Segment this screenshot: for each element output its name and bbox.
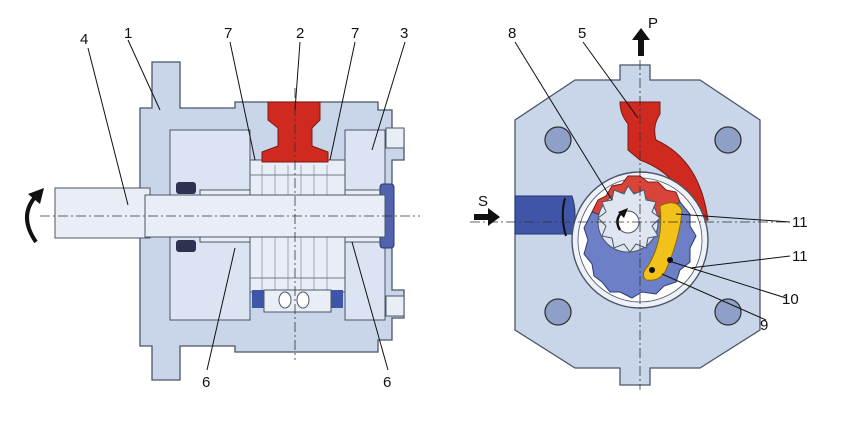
curved-arrow-icon bbox=[25, 194, 38, 244]
callout-1: 1 bbox=[124, 25, 132, 42]
cap-screw-bottom bbox=[385, 295, 405, 317]
callout-5: 5 bbox=[578, 25, 586, 42]
needle-roller bbox=[296, 291, 310, 309]
bolt-hole bbox=[544, 126, 572, 154]
callout-3: 3 bbox=[400, 25, 408, 42]
longitudinal-section bbox=[25, 61, 420, 381]
suction-channel bbox=[514, 195, 576, 235]
callout-6-right: 6 bbox=[383, 374, 391, 391]
callout-7-right: 7 bbox=[351, 25, 359, 42]
callout-labels: 4 1 7 2 7 3 6 6 8 5 P S 11 11 10 9 bbox=[80, 15, 808, 391]
arrow-head-icon bbox=[28, 188, 44, 204]
bolt-hole bbox=[544, 298, 572, 326]
shaft-seal-bottom bbox=[176, 240, 196, 252]
bolt-hole bbox=[714, 298, 742, 326]
callout-11-lower: 11 bbox=[792, 248, 808, 265]
callout-10: 10 bbox=[782, 291, 799, 308]
bolt-hole bbox=[714, 126, 742, 154]
arrow-up-icon bbox=[638, 38, 644, 56]
arrow-right-icon bbox=[474, 214, 490, 220]
port-p-label: P bbox=[648, 15, 658, 32]
callout-8: 8 bbox=[508, 25, 516, 42]
leader-lines-left bbox=[87, 39, 406, 371]
leader-lines-right bbox=[514, 41, 791, 321]
needle-roller bbox=[278, 291, 292, 309]
callout-2: 2 bbox=[296, 25, 304, 42]
pin bbox=[649, 267, 655, 273]
callout-9: 9 bbox=[760, 317, 768, 334]
drive-shaft-end bbox=[54, 187, 151, 239]
port-s-label: S bbox=[478, 193, 488, 210]
seal-bottom-right bbox=[331, 290, 343, 308]
shaft-seal-top bbox=[176, 182, 196, 194]
callout-6-left: 6 bbox=[202, 374, 210, 391]
seal-bottom-left bbox=[252, 290, 264, 308]
callout-7-left: 7 bbox=[224, 25, 232, 42]
callout-11-upper: 11 bbox=[792, 214, 808, 231]
callout-4: 4 bbox=[80, 31, 88, 48]
cap-screw-top bbox=[385, 127, 405, 149]
pin bbox=[667, 257, 673, 263]
cross-section bbox=[470, 28, 790, 390]
